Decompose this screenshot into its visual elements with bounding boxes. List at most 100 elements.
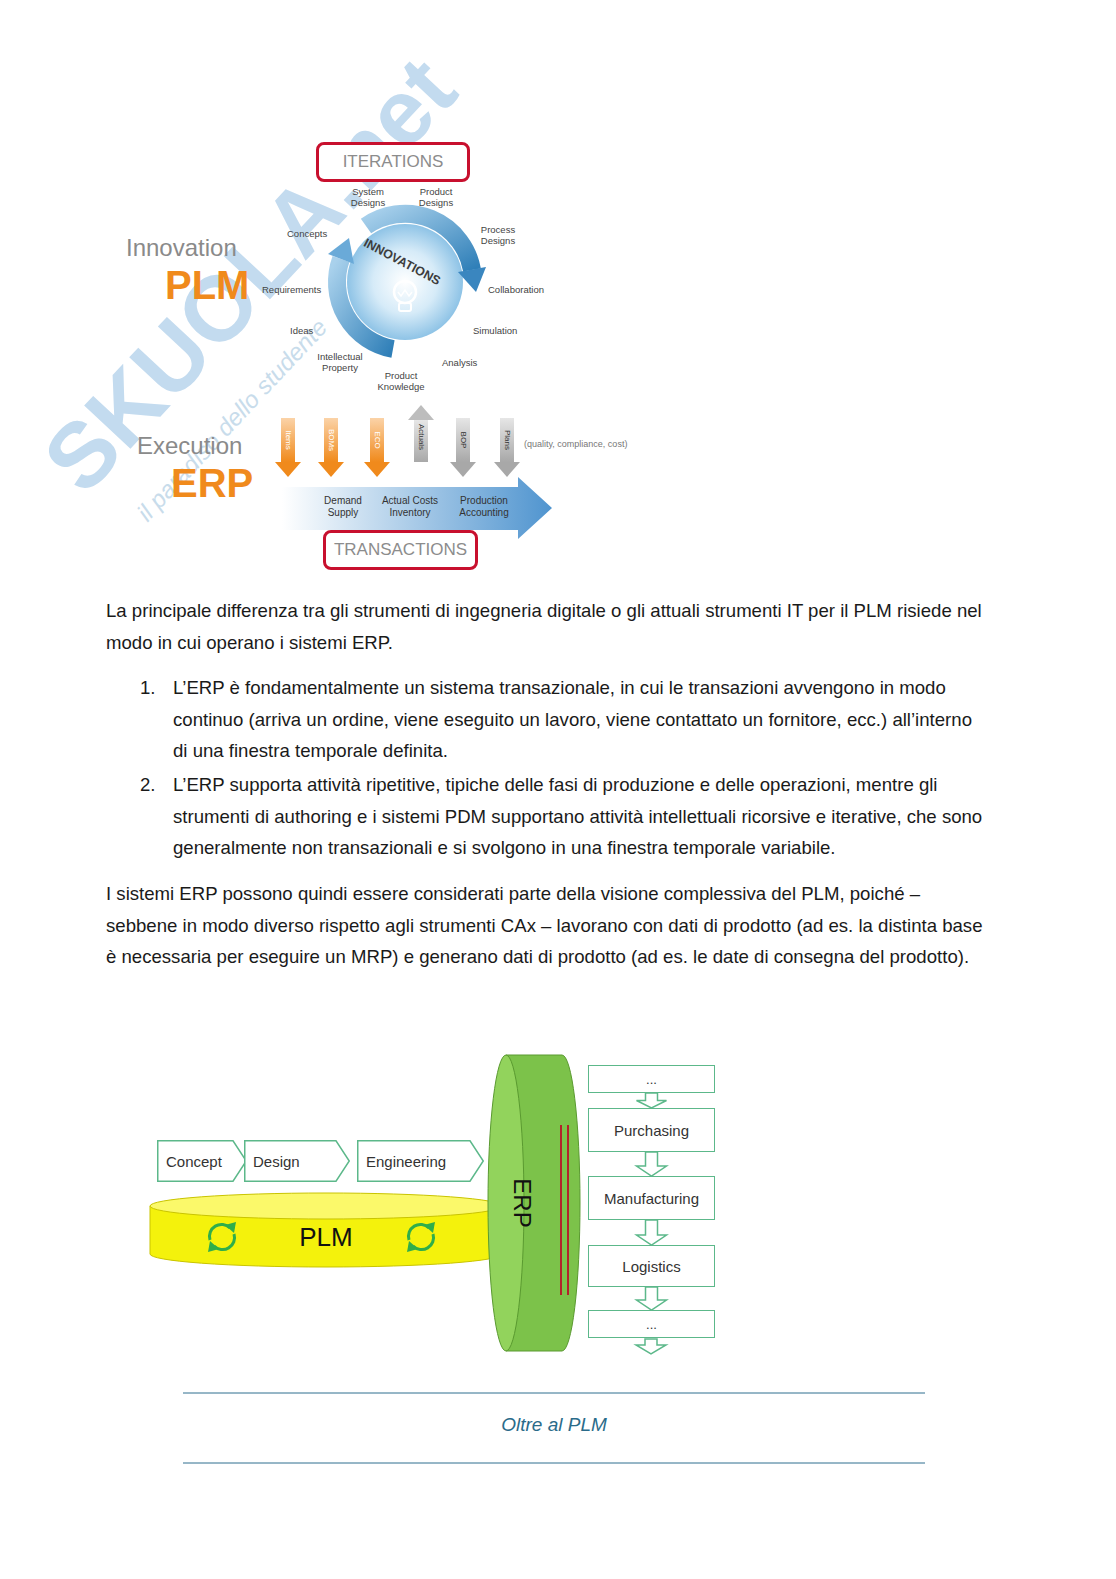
arrow-label: Items	[283, 430, 292, 450]
diagram-heading: Execution	[137, 432, 242, 460]
illustration-path	[209, 1224, 230, 1240]
flow-arrow	[637, 1152, 667, 1176]
cycle-icon	[209, 1224, 433, 1249]
system-cylinder: ERP	[488, 1055, 580, 1351]
wheel-label: Product Designs	[414, 187, 458, 209]
illustration-path	[413, 1234, 434, 1250]
illustration-rect	[324, 418, 338, 462]
note: (quality, compliance, cost)	[524, 439, 627, 449]
flow-arrow	[637, 1093, 667, 1108]
illustration-path	[366, 214, 472, 270]
illustration-polygon	[424, 1222, 435, 1233]
process-box: ...	[588, 1310, 715, 1338]
process-box: Logistics	[588, 1245, 715, 1287]
section-heading: Oltre al PLM	[183, 1414, 925, 1436]
illustration-rect	[414, 420, 428, 462]
transaction-label: Production Accounting	[452, 495, 516, 518]
arrow-label: ECO	[372, 431, 381, 448]
phase-chevron: Concept	[157, 1140, 247, 1182]
list-number: 1.	[140, 672, 156, 704]
paragraph: La principale differenza tra gli strumen…	[106, 595, 991, 658]
illustration-polygon	[225, 1222, 236, 1233]
wheel-label: Collaboration	[488, 285, 544, 296]
node-text: TRANSACTIONS	[334, 540, 467, 560]
transaction-label: Demand Supply	[318, 495, 368, 518]
illustration-rect	[370, 418, 384, 462]
illustration-polygon	[407, 1241, 418, 1252]
illustration-rect	[456, 418, 470, 462]
wheel-label: System Designs	[346, 187, 390, 209]
wheel-label: Simulation	[473, 326, 517, 337]
illustration-path	[214, 1234, 235, 1250]
node-text: PLM	[299, 1222, 352, 1253]
wheel-label: Ideas	[290, 326, 313, 337]
arrow-label: Plans	[502, 430, 511, 450]
illustration-circle	[394, 281, 416, 303]
list-item: L’ERP supporta attività ripetitive, tipi…	[173, 769, 991, 864]
rule-line	[183, 1393, 925, 1394]
node-text: Concept	[166, 1153, 222, 1170]
label-box: TRANSACTIONS	[323, 530, 478, 570]
node-text: Purchasing	[614, 1122, 689, 1139]
illustration-path	[337, 259, 393, 349]
paragraph: I sistemi ERP possono quindi essere cons…	[106, 878, 991, 973]
diagram-heading: PLM	[165, 262, 249, 308]
illustration-polygon	[494, 462, 520, 477]
flow-arrow	[637, 1287, 667, 1310]
arrow-label: BOMs	[326, 429, 335, 451]
flow-arrow	[637, 1220, 667, 1245]
illustration-rect	[399, 303, 411, 311]
illustration-polygon	[245, 1141, 350, 1182]
illustration-rect	[281, 418, 295, 462]
illustration-path	[398, 290, 412, 296]
wheel-label: Product Knowledge	[371, 371, 431, 393]
process-box: Manufacturing	[588, 1176, 715, 1220]
node-text: ERP	[508, 1178, 536, 1227]
cycle-icon-heads	[208, 1222, 435, 1252]
illustration-polygon	[408, 405, 434, 420]
rule-line	[183, 1463, 925, 1464]
wheel-label: Process Designs	[476, 225, 520, 247]
list-number: 2.	[140, 769, 156, 801]
illustration-polygon	[450, 462, 476, 477]
system-cylinder: PLM	[150, 1193, 502, 1267]
erp-marks	[561, 1125, 568, 1295]
node-text: Logistics	[622, 1258, 680, 1275]
illustration-path	[408, 1224, 429, 1240]
wheel-label: Requirements	[262, 285, 321, 296]
process-box: Purchasing	[588, 1108, 715, 1152]
wheel-label: Intellectual Property	[312, 352, 368, 374]
label-box: ITERATIONS	[316, 142, 470, 182]
arrow-label: Actuals	[416, 424, 425, 450]
phase-chevron: Engineering	[357, 1140, 484, 1182]
illustration-rect	[500, 418, 514, 462]
list-item: L’ERP è fondamentalmente un sistema tran…	[173, 672, 991, 767]
node-text: ...	[646, 1317, 657, 1332]
node-text: Manufacturing	[604, 1190, 699, 1207]
node-text: ...	[646, 1072, 657, 1087]
illustration-circle	[347, 224, 463, 340]
node-text: Engineering	[366, 1153, 446, 1170]
data-arrows	[275, 405, 520, 477]
node-text: ITERATIONS	[343, 152, 444, 172]
illustration-line	[567, 1125, 569, 1295]
illustration-line	[560, 1125, 562, 1295]
node-text: Design	[253, 1153, 300, 1170]
phase-chevron: Design	[244, 1140, 350, 1182]
illustration-polygon	[208, 1241, 219, 1252]
diagram-heading: ERP	[171, 460, 253, 506]
wheel-label: Analysis	[442, 358, 477, 369]
illustration-polygon	[364, 462, 390, 477]
illustration-polygon	[458, 267, 486, 292]
flow-arrow	[636, 1339, 666, 1354]
illustration-polygon	[318, 462, 344, 477]
arrow-label: BOP	[458, 432, 467, 449]
transaction-label: Actual Costs Inventory	[377, 495, 443, 518]
illustration-polygon	[358, 1141, 484, 1182]
process-box: ...	[588, 1065, 715, 1093]
wheel-label: Concepts	[287, 229, 327, 240]
illustration-polygon	[158, 1141, 247, 1182]
illustration-polygon	[275, 462, 301, 477]
illustration-ellipse	[150, 1193, 502, 1219]
